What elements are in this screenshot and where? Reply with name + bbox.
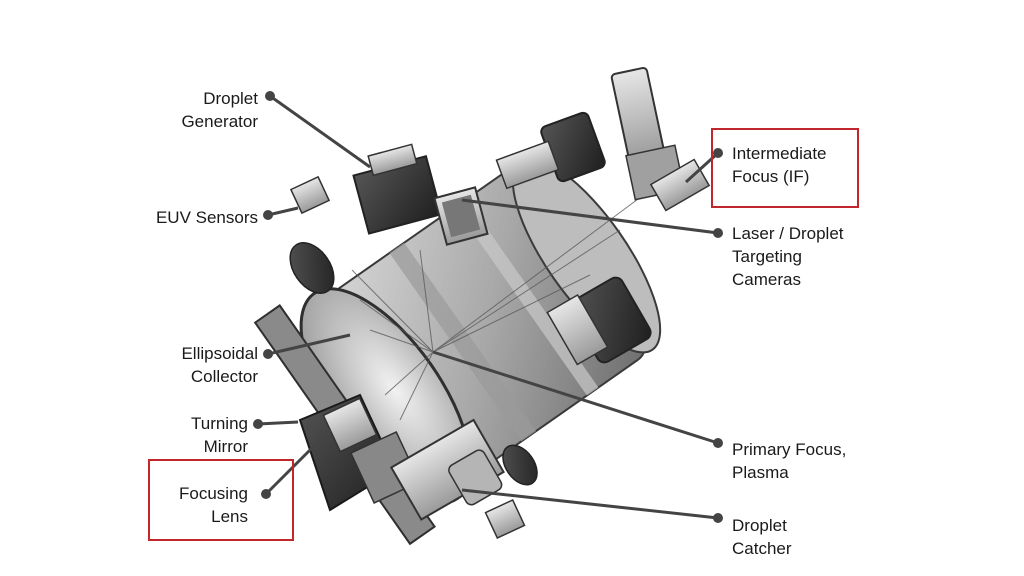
focusing-lens-highlight-box [148,459,294,541]
label-focusing-lens: Focusing Lens [179,484,248,526]
label-primary-focus: Primary Focus, Plasma [732,440,847,482]
leader-primary-focus [432,350,723,448]
light-rays [351,189,651,421]
leader-droplet-generator [265,91,371,169]
label-targeting-cameras: Laser / Droplet Targeting Cameras [732,224,844,289]
leader-turning-mirror [253,419,299,429]
left-dark-canister [289,242,335,294]
leader-euv-sensors [263,206,299,220]
intermediate-focus-port [610,66,711,212]
label-droplet-generator: Droplet Generator [181,89,258,131]
leader-lines [253,91,723,523]
label-droplet-catcher: Droplet Catcher [732,516,792,558]
leader-ellipsoidal-collector [263,333,351,359]
euv-sensor-unit [289,175,331,215]
leader-focusing-lens [261,428,332,499]
leader-targeting-cameras [461,198,723,238]
top-cameras [495,111,606,190]
label-euv-sensors: EUV Sensors [155,208,258,227]
right-side-camera [546,276,652,366]
label-intermediate-focus: Intermediate Focus (IF) [732,144,827,186]
intermediate-focus-highlight-box [711,128,859,208]
euv-source-machine-illustration [253,66,711,546]
label-ellipsoidal-collector: Ellipsoidal Collector [181,344,258,386]
leader-droplet-catcher [461,488,723,523]
label-turning-mirror: Turning Mirror [190,414,248,456]
droplet-generator-assembly [352,143,443,235]
